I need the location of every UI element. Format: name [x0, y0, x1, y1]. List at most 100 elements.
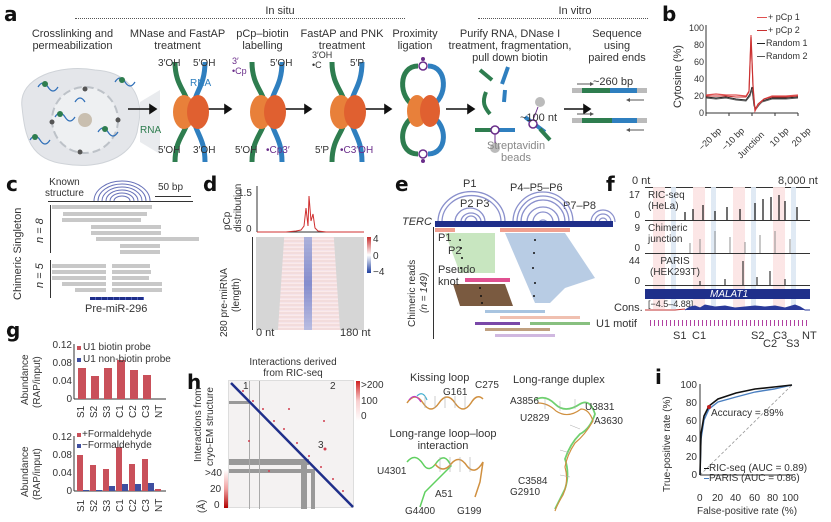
structure-title: Long-range loop–loop interaction	[389, 428, 497, 452]
colorbar-tick: 0	[373, 251, 379, 262]
paired-end-reads	[572, 82, 647, 132]
end-label: 5′P	[350, 58, 365, 69]
accuracy-annotation: Accuracy = 89%	[711, 408, 784, 419]
track-min: 0	[634, 243, 640, 254]
mark-2: 2	[330, 381, 336, 392]
malat1-gene-bar	[645, 289, 810, 299]
step-proximity-ligation: Proximity ligation	[392, 28, 438, 52]
legend-label: U1 non-biotin probe	[83, 354, 171, 365]
y-tick: 40	[693, 74, 704, 84]
mark-1: 1	[243, 381, 249, 392]
y-axis-label: Abundance	[20, 354, 31, 405]
pre-mir-296-bar	[90, 297, 144, 300]
contact-map	[228, 380, 354, 509]
y-tick: 20	[685, 452, 697, 463]
kissing-loop-structure	[406, 393, 484, 410]
track-baseline	[645, 220, 810, 221]
rbp-complex-1	[172, 61, 209, 163]
track-baseline	[645, 253, 810, 254]
scale-bar-label: 50 bp	[158, 182, 184, 193]
panel-label-b: b	[662, 2, 677, 26]
y-axis-label: True-positive rate (%)	[662, 396, 673, 492]
u1-motif-track	[650, 320, 810, 326]
rna-fragments	[475, 66, 552, 153]
x-tick: C1	[115, 405, 126, 418]
n-singleton: n = 8	[34, 218, 46, 243]
x-tick: S1	[76, 499, 87, 512]
track-label-paris: PARIS (HEK293T)	[650, 256, 701, 278]
panel-label-c: c	[6, 172, 18, 196]
y-tick: 100	[688, 23, 704, 33]
annotation-pseudoknot: Pseudo knot	[438, 264, 476, 288]
nucleotide-label: U3831	[585, 402, 615, 413]
in-vitro-divider	[478, 18, 648, 19]
scale-bar	[155, 196, 191, 197]
bar-chart-formaldehyde	[73, 436, 166, 492]
step-crosslinking: Crosslinking and permeabilization	[31, 28, 114, 52]
annotation-p1: P1	[438, 232, 452, 244]
mark-3: 3	[318, 440, 324, 451]
length-axis	[252, 237, 253, 330]
legend-swatch	[77, 346, 81, 350]
end-label: 3′OH	[193, 145, 216, 156]
rna-label: RNA	[190, 78, 212, 89]
x-tick: C2	[128, 405, 139, 418]
panel-label-a: a	[4, 2, 18, 26]
roc-curve-chart	[699, 384, 793, 476]
y-axis-label: Chimeric Singleton	[12, 207, 24, 300]
terc-structure-arcs	[437, 190, 574, 223]
x-end-label: 8,000 nt	[778, 175, 818, 187]
streptavidin-beads-label: Streptavidin beads	[487, 140, 546, 164]
x-tick: NT	[154, 498, 165, 512]
track-min: 0	[634, 276, 640, 287]
x-tick: S2	[89, 499, 100, 512]
colorbar-tick: 0	[214, 500, 220, 511]
legend-swatch	[757, 17, 767, 18]
nucleotide-label: U2829	[520, 413, 550, 424]
y-tick: 0	[698, 108, 704, 118]
cons-range: [−4.5–4.88]	[648, 299, 694, 309]
y-axis-label: Interactions from	[193, 387, 204, 462]
x-tick: 20	[712, 493, 724, 504]
structure-title: Kissing loop	[410, 372, 470, 384]
nucleotide-label: G199	[457, 506, 482, 517]
y-tick: 100	[680, 380, 697, 391]
panel-label-i: i	[655, 365, 662, 389]
colorbar-bottom	[224, 470, 228, 508]
colorbar-top	[356, 381, 360, 421]
heatmap-title: Interactions derived	[249, 357, 337, 368]
end-label: •Cp3′	[266, 145, 290, 156]
x-tick: 80	[767, 493, 779, 504]
panel-label-e: e	[395, 172, 409, 196]
y-axis-label: (n = 149)	[419, 272, 430, 313]
y-tick: 0.12	[52, 432, 72, 443]
x-tick: 0	[697, 493, 703, 504]
step-fastap-pnk: FastAP and PNK treatment	[300, 28, 384, 52]
end-label: •C3′OH	[340, 145, 374, 156]
structure-title: Long-range duplex	[513, 374, 605, 386]
nucleotide-label: G2910	[510, 487, 541, 498]
y-tick: 0	[246, 224, 252, 235]
colorbar-tick: 20	[210, 484, 222, 495]
panel-label-h: h	[187, 370, 202, 394]
step-mnase: MNase and FastAP treatment	[129, 28, 226, 52]
y-tick: 20	[693, 91, 704, 101]
panel-label-d: d	[203, 172, 218, 196]
bar-chart-u1-probe	[73, 344, 166, 400]
end-label: 3′OH	[158, 58, 181, 69]
gene-label: Pre-miR-296	[85, 303, 148, 315]
y-tick: 1.5	[238, 188, 252, 199]
x-tick: 10 bp	[767, 125, 791, 149]
x-tick: 60	[749, 493, 761, 504]
end-label: 5′OH	[270, 58, 293, 69]
pcp-distribution-plot	[256, 186, 364, 233]
end-label: 5′OH	[193, 58, 216, 69]
colorbar-unit: (Å)	[197, 499, 208, 513]
end-label: 5′OH	[158, 145, 181, 156]
y-tick: 0.08	[52, 358, 72, 369]
read-alignments	[52, 205, 199, 292]
conservation-track	[645, 304, 810, 311]
coverage-tracks	[684, 195, 798, 285]
x-tick: S2	[89, 405, 100, 418]
site-label: C1	[692, 330, 707, 342]
